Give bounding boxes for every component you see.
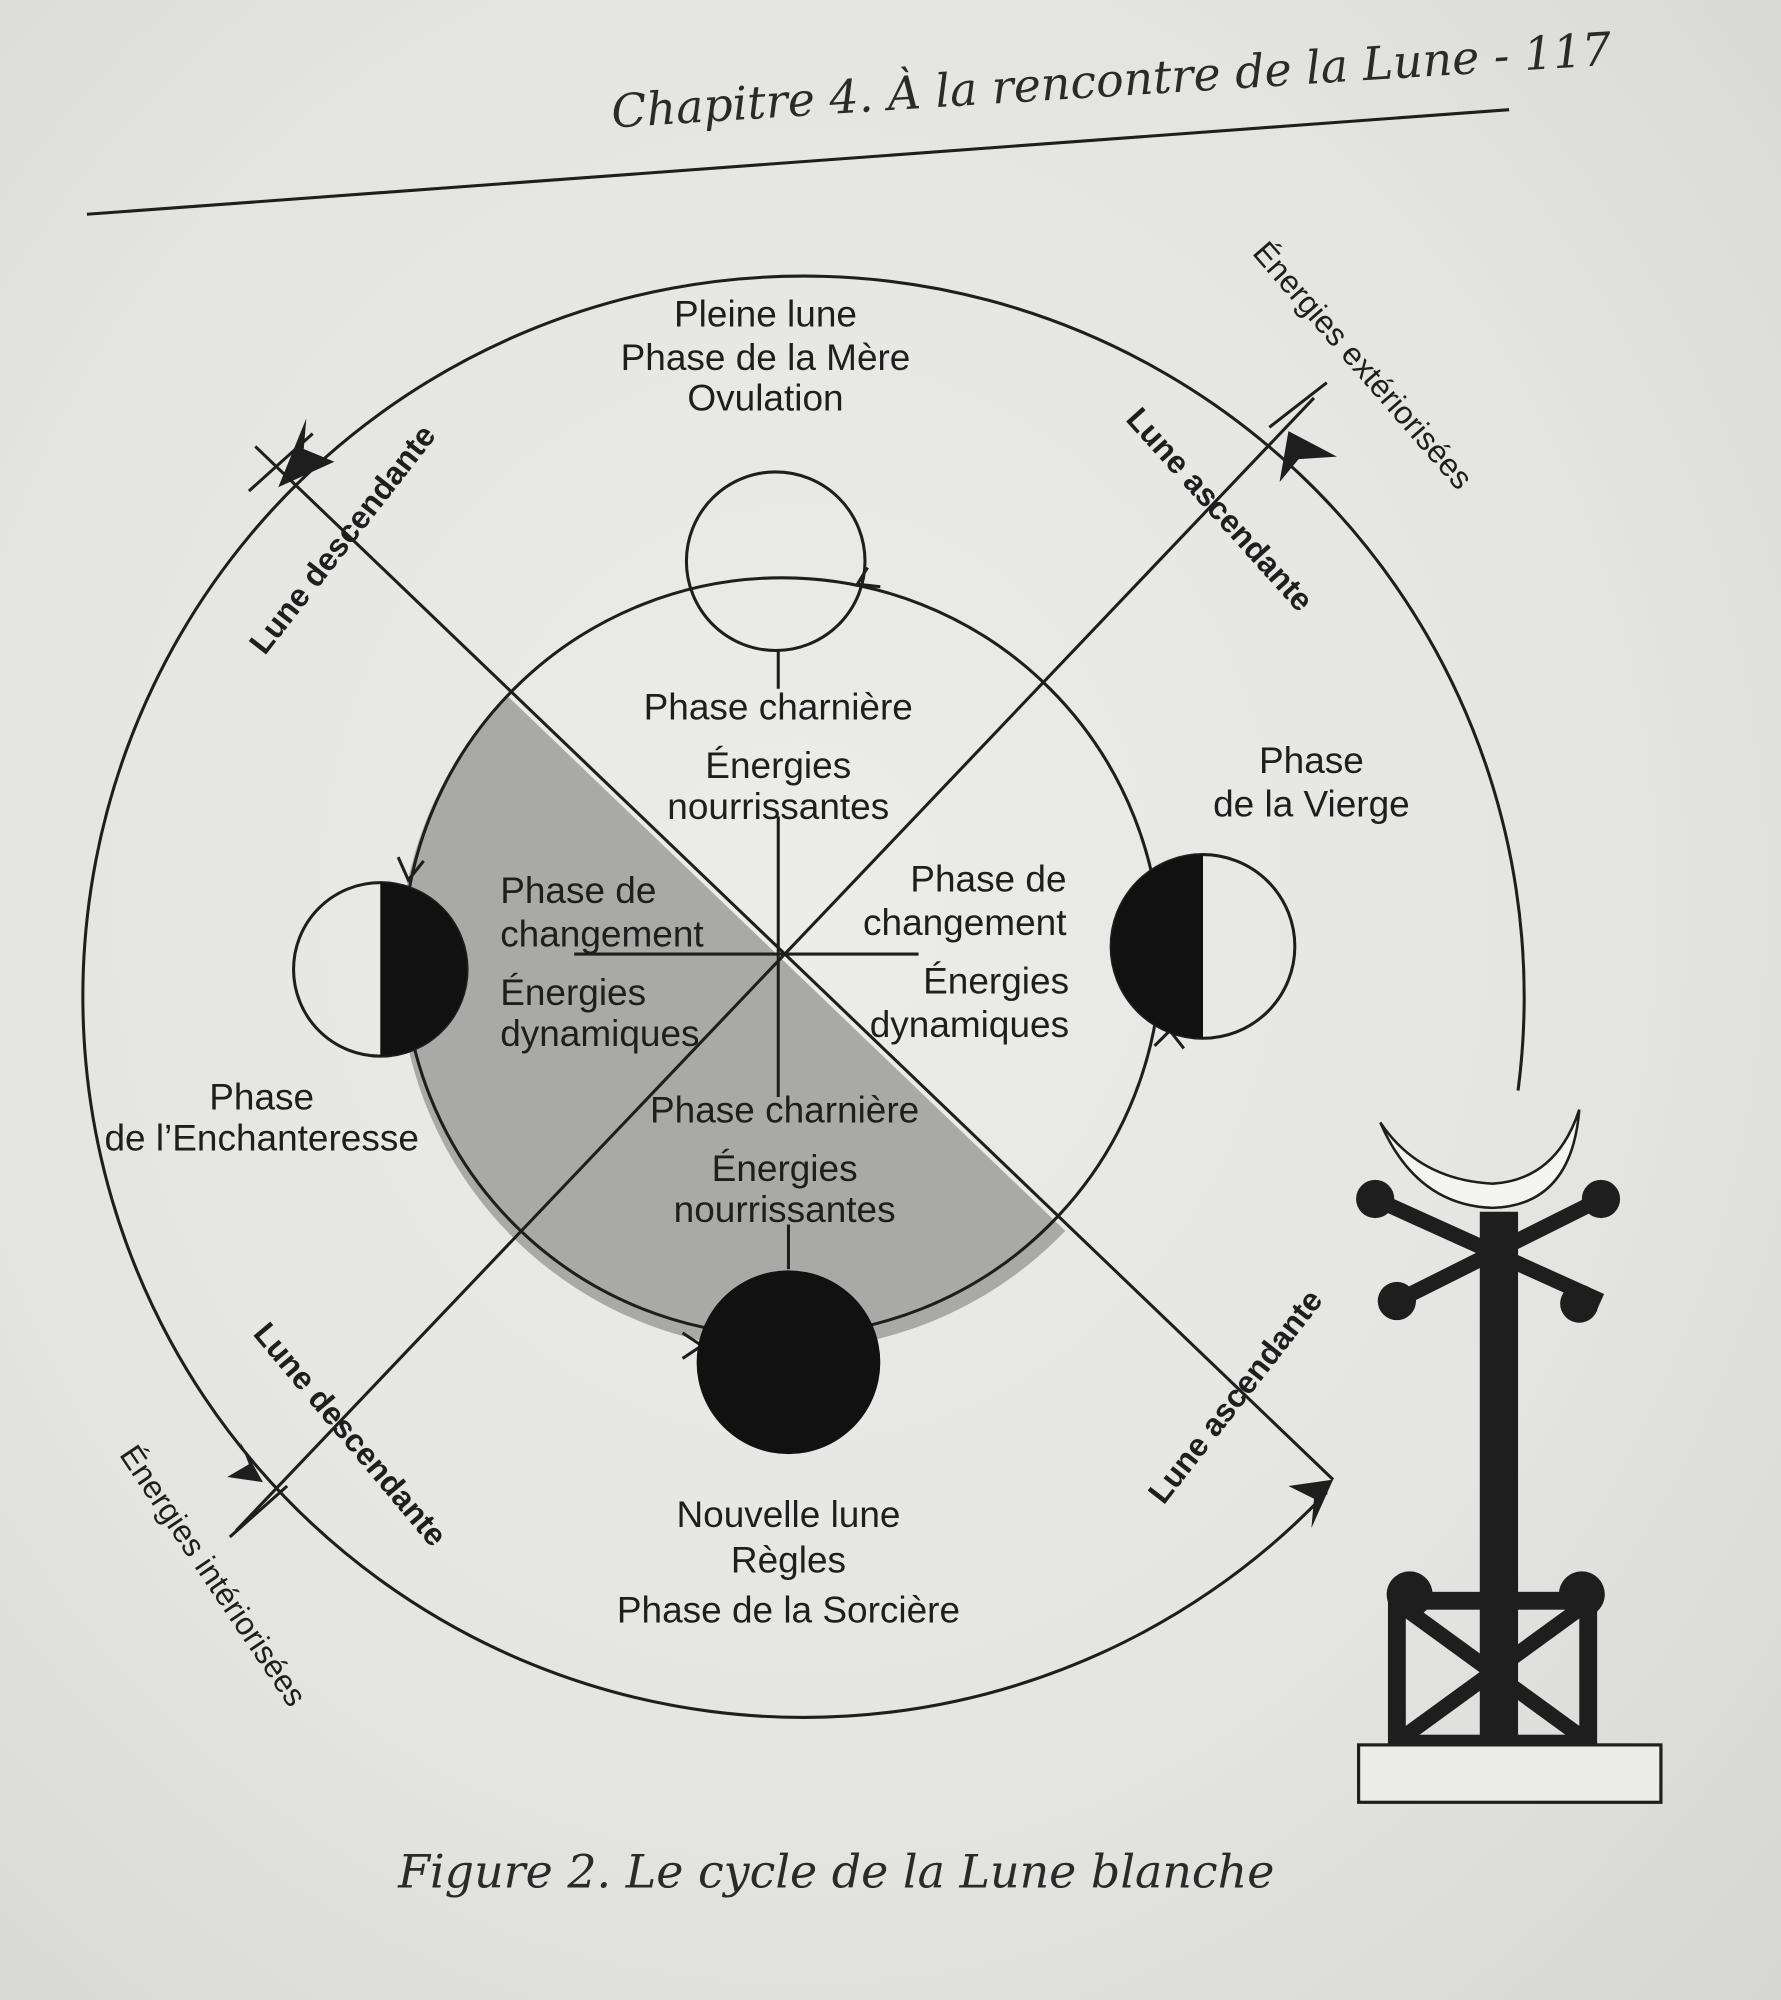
label-nurturing-bottom: nourrissantes	[674, 1189, 896, 1230]
label-change-left-2: changement	[500, 913, 703, 954]
label-hinge-top: Phase charnière	[644, 686, 913, 727]
arrow-icon	[227, 1441, 263, 1483]
label-hinge-bottom: Phase charnière	[650, 1089, 919, 1130]
label-energies-bottom: Énergies	[712, 1148, 858, 1189]
label-enchantress-1: Phase	[209, 1077, 314, 1118]
diagonal-descending-line	[254, 445, 1335, 1481]
header-rule	[86, 108, 1510, 216]
label-witch-phase: Phase de la Sorcière	[617, 1589, 960, 1630]
label-dynamic-left-2: dynamiques	[500, 1013, 699, 1054]
label-new-moon: Nouvelle lune	[676, 1494, 900, 1535]
arrow-icon	[396, 856, 425, 884]
chapter-header: Chapitre 4. À la rencontre de la Lune - …	[610, 21, 1614, 139]
new-moon-icon	[696, 1270, 881, 1455]
label-nurturing-top: nourrissantes	[667, 786, 889, 827]
label-change-right-2: changement	[863, 902, 1066, 943]
full-moon-icon	[684, 470, 867, 653]
label-ascending-bottom-right: Lune ascendante	[1141, 1283, 1330, 1510]
arrow-icon	[278, 418, 335, 488]
label-descending-top-left: Lune descendante	[242, 418, 443, 661]
tick-mark	[228, 1484, 289, 1539]
label-dynamic-left-1: Énergies	[500, 972, 646, 1013]
diagonal-ascending-line	[235, 396, 1316, 1532]
label-dynamic-right-1: Énergies	[923, 961, 1069, 1002]
label-virgin-1: Phase	[1259, 740, 1364, 781]
label-full-moon: Pleine lune	[674, 294, 857, 335]
waxing-moon-icon	[1109, 853, 1297, 1040]
label-change-left-1: Phase de	[500, 870, 656, 911]
label-menstruation: Règles	[731, 1540, 846, 1581]
waning-moon-icon	[292, 881, 469, 1058]
outer-cycle-arc	[81, 274, 1526, 1719]
label-dynamic-right-2: dynamiques	[870, 1004, 1069, 1045]
figure-caption: Figure 2. Le cycle de la Lune blanche	[397, 1845, 1274, 1899]
label-change-right-1: Phase de	[910, 859, 1066, 900]
label-mother-phase: Phase de la Mère	[621, 337, 911, 378]
label-descending-bottom-left: Lune descendante	[247, 1315, 454, 1553]
label-energies-top: Énergies	[705, 745, 851, 786]
arrow-icon	[1288, 1479, 1334, 1529]
label-virgin-2: de la Vierge	[1213, 783, 1410, 824]
arrow-icon	[1279, 431, 1337, 483]
crescent-tower-illustration	[1356, 1109, 1663, 1804]
label-enchantress-2: de l’Enchanteresse	[104, 1118, 418, 1159]
label-ovulation: Ovulation	[687, 378, 843, 419]
tick-mark	[1268, 381, 1328, 429]
